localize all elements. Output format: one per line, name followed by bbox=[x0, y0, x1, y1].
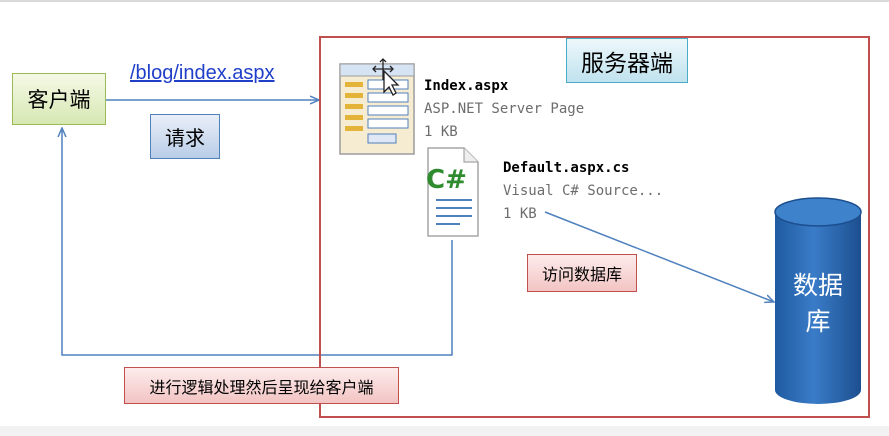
logic-label: 进行逻辑处理然后呈现给客户端 bbox=[124, 367, 399, 404]
mouse-cursor-icon bbox=[372, 58, 400, 96]
codebehind-file-name[interactable]: Default.aspx.cs bbox=[503, 160, 630, 176]
codebehind-file-size: 1 KB bbox=[503, 206, 537, 222]
codebehind-file-type: Visual C# Source... bbox=[503, 183, 664, 199]
csharp-icon-text: C# bbox=[426, 165, 467, 195]
request-label: 请求 bbox=[150, 114, 220, 159]
server-label: 服务器端 bbox=[566, 38, 688, 83]
index-file-name[interactable]: Index.aspx bbox=[424, 78, 509, 94]
database-access-arrow bbox=[544, 211, 774, 302]
database-label: 数据 库 bbox=[774, 268, 862, 340]
request-url[interactable]: /blog/index.aspx bbox=[130, 62, 275, 84]
client-box: 客户端 bbox=[12, 73, 106, 125]
db-access-label: 访问数据库 bbox=[527, 254, 637, 292]
index-file-type: ASP.NET Server Page bbox=[424, 101, 585, 117]
top-border bbox=[0, 0, 889, 2]
bottom-border bbox=[0, 426, 889, 436]
server-boundary bbox=[319, 36, 870, 418]
response-arrow bbox=[62, 128, 453, 356]
database-label-line2: 库 bbox=[805, 307, 831, 336]
database-label-line1: 数据 bbox=[792, 271, 843, 300]
database-cylinder-icon bbox=[774, 197, 862, 404]
index-file-size: 1 KB bbox=[424, 124, 458, 140]
csharp-file-icon: C# bbox=[426, 147, 479, 237]
